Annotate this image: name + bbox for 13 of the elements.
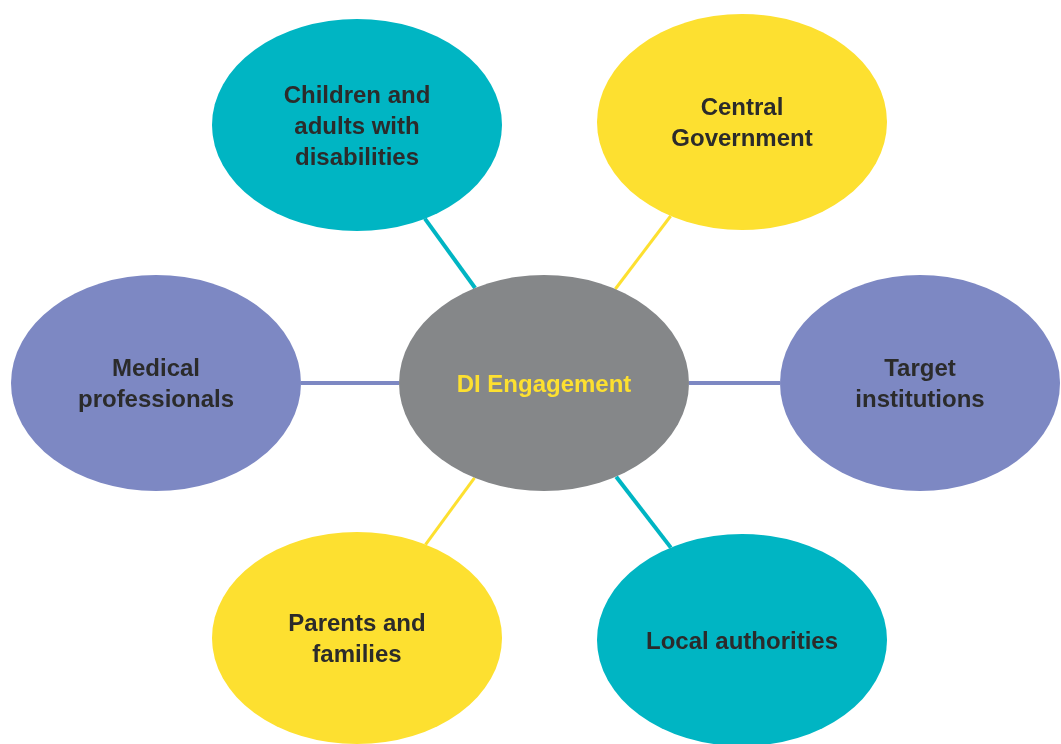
- connector-line: [424, 476, 476, 546]
- node-label: Target institutions: [854, 353, 986, 414]
- node-label: Central Government: [670, 92, 814, 153]
- connector-line: [614, 215, 672, 290]
- node-label: Medical professionals: [76, 353, 235, 414]
- node-label: Local authorities: [645, 625, 838, 656]
- connector-line: [614, 475, 673, 549]
- node-label: Children and adults with disabilities: [282, 79, 432, 172]
- connector-line: [423, 217, 477, 290]
- node-label: Parents and families: [287, 608, 427, 669]
- node-label: DI Engagement: [456, 368, 632, 399]
- connector-line: [689, 381, 780, 385]
- connector-line: [301, 381, 399, 385]
